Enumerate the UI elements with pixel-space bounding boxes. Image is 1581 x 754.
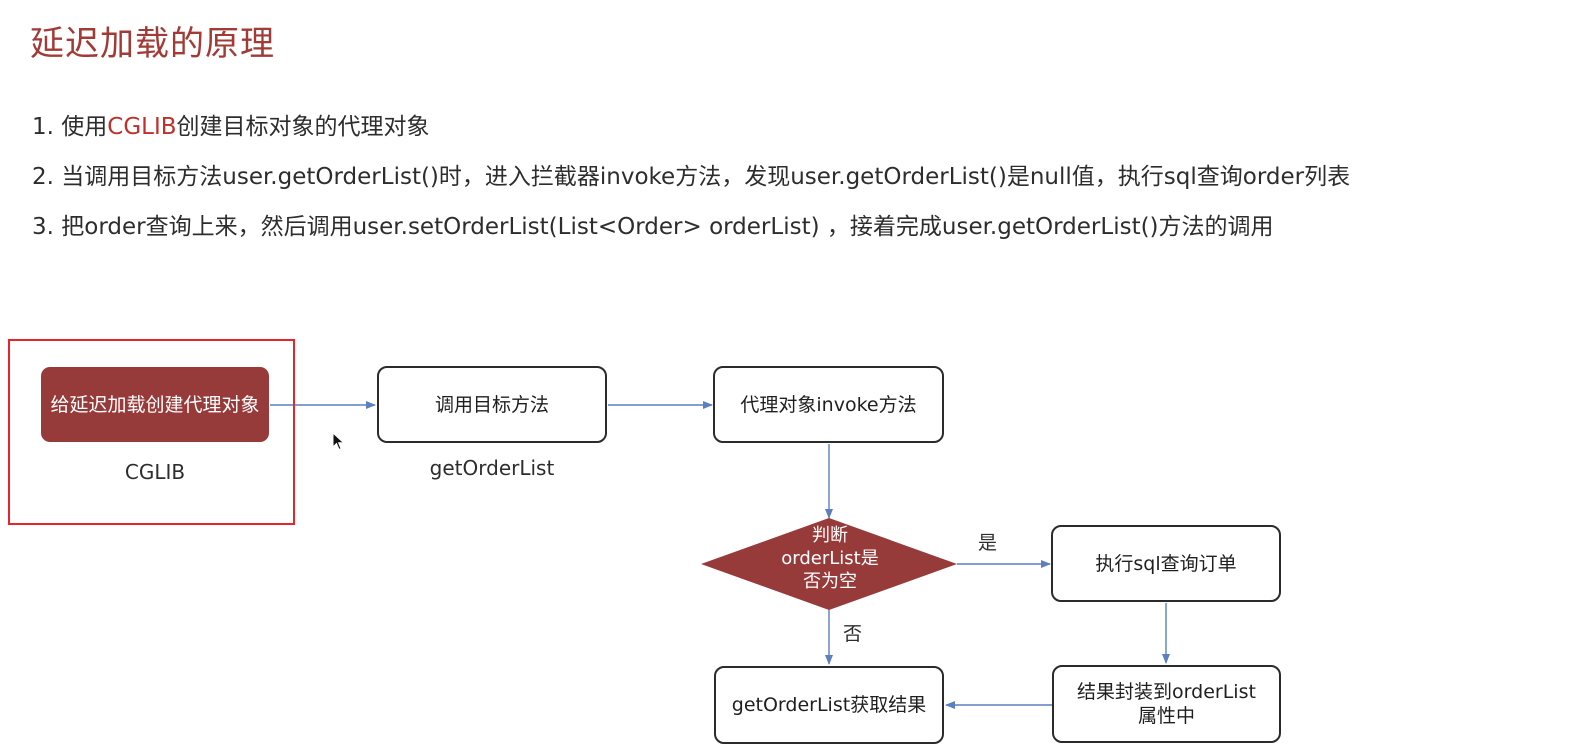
execute-sql-node: 执行sql查询订单: [1051, 525, 1281, 602]
yes-label: 是: [978, 532, 998, 554]
cglib-caption: CGLIB: [124, 460, 186, 484]
create-proxy-label: 给延迟加载创建代理对象: [50, 393, 260, 416]
principle-item-1-accent: CGLIB: [107, 114, 177, 140]
decision-line-2: orderList是: [781, 548, 879, 569]
call-target-node: 调用目标方法: [377, 366, 607, 443]
wrap-result-line-2: 属性中: [1137, 705, 1195, 727]
principle-item-1-prefix: 1. 使用: [32, 114, 108, 140]
call-target-label: 调用目标方法: [434, 393, 549, 416]
create-proxy-node: 给延迟加载创建代理对象: [41, 367, 269, 442]
proxy-invoke-label: 代理对象invoke方法: [740, 393, 917, 416]
no-label: 否: [843, 623, 863, 645]
mouse-pointer-icon: [332, 432, 345, 451]
execute-sql-label: 执行sql查询订单: [1095, 552, 1237, 575]
decision-line-3: 否为空: [803, 571, 857, 592]
principle-list: 1. 使用CGLIB创建目标对象的代理对象 2. 当调用目标方法user.get…: [32, 102, 1552, 252]
get-result-label: getOrderList获取结果: [731, 694, 927, 716]
principle-item-3: 3. 把order查询上来，然后调用user.setOrderList(List…: [32, 214, 1274, 240]
decision-line-1: 判断: [812, 525, 848, 546]
get-order-list-caption: getOrderList: [429, 456, 555, 480]
cglib-highlight-box: [8, 339, 295, 525]
wrap-result-node: 结果封装到orderList 属性中: [1052, 665, 1281, 743]
decision-diamond: [701, 518, 957, 610]
wrap-result-line-1: 结果封装到orderList: [1077, 681, 1256, 703]
decision-text: 判断 orderList是 否为空: [742, 524, 918, 593]
principle-item-1-suffix: 创建目标对象的代理对象: [176, 114, 430, 140]
proxy-invoke-node: 代理对象invoke方法: [713, 366, 944, 443]
principle-item-2: 2. 当调用目标方法user.getOrderList()时，进入拦截器invo…: [32, 164, 1351, 190]
get-result-node: getOrderList获取结果: [714, 666, 944, 744]
page-title: 延迟加载的原理: [30, 24, 275, 64]
principle-item-1: 1. 使用CGLIB创建目标对象的代理对象: [32, 102, 1552, 152]
